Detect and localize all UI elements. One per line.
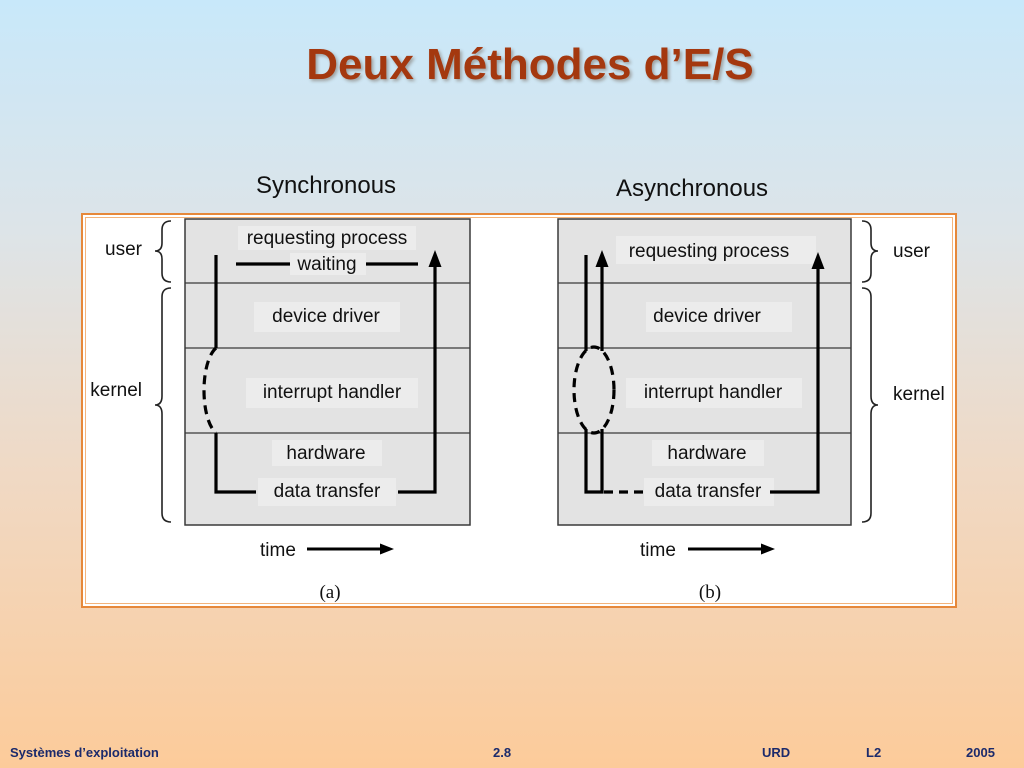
panel-frame-inner (85, 217, 953, 604)
arrowhead-up-icon (595, 250, 609, 267)
layer-label-requesting-process: requesting process (629, 241, 790, 262)
label-box-data-transfer (258, 478, 396, 506)
user-brace (154, 220, 172, 283)
footer-institution: URD (762, 745, 791, 760)
kernel-brace (154, 287, 172, 523)
figure-caption-b: (b) (699, 582, 721, 603)
label-box-waiting (290, 253, 366, 275)
label-box-device-driver (646, 302, 792, 332)
layer-label-interrupt-handler: interrupt handler (644, 382, 783, 403)
slide-title: Deux Méthodes d’E/S (306, 40, 754, 89)
flow-line-return-up (398, 264, 437, 494)
layer-label-data-transfer: data transfer (655, 481, 762, 502)
user-brace (861, 220, 879, 283)
diagram-asynchronous: requesting process device driver interru… (557, 218, 945, 603)
time-arrowhead-icon (380, 543, 394, 555)
footer-page-number: 2.8 (493, 745, 512, 760)
footer-year: 2005 (966, 745, 995, 760)
layer-label-data-transfer: data transfer (274, 481, 381, 502)
flow-line-down-and-back (584, 429, 604, 494)
synchronous-heading: Synchronous (256, 172, 396, 199)
footer-course-name: Systèmes d’exploitation (10, 745, 159, 760)
label-box-interrupt-handler (626, 378, 802, 408)
label-box-requesting-process (238, 226, 416, 250)
label-box-device-driver (254, 302, 400, 332)
kernel-label: kernel (893, 384, 945, 405)
user-label: user (105, 239, 143, 260)
flow-dashed-interrupt-wait (202, 346, 218, 435)
layer-label-hardware: hardware (667, 443, 746, 464)
flow-dashed-interrupt-loop (572, 345, 616, 435)
label-box-hardware (652, 440, 764, 466)
user-label: user (893, 241, 931, 262)
layer-label-device-driver: device driver (653, 306, 761, 327)
figure-caption-a: (a) (319, 582, 340, 603)
layer-label-hardware: hardware (286, 443, 365, 464)
label-box-data-transfer (644, 478, 774, 506)
label-box-interrupt-handler (246, 378, 418, 408)
kernel-brace (861, 287, 879, 523)
asynchronous-heading: Asynchronous (616, 175, 768, 202)
layer-label-interrupt-handler: interrupt handler (263, 382, 402, 403)
flow-line-completion-return (770, 266, 820, 494)
arrowhead-up-icon (811, 252, 825, 269)
time-label: time (260, 540, 296, 561)
label-box-requesting-process (616, 236, 816, 264)
flow-line-down-to-data-transfer (214, 433, 256, 494)
waiting-label: waiting (296, 254, 356, 275)
label-box-hardware (272, 440, 382, 466)
layer-label-device-driver: device driver (272, 306, 380, 327)
layer-label-requesting-process: requesting process (247, 228, 408, 249)
time-label: time (640, 540, 676, 561)
diagram-synchronous: requesting process waiting device driver… (90, 218, 471, 603)
time-arrowhead-icon (761, 543, 775, 555)
arrowhead-up-icon (428, 250, 442, 267)
footer-level: L2 (866, 745, 882, 760)
kernel-label: kernel (90, 380, 142, 401)
layer-stack (557, 218, 852, 526)
